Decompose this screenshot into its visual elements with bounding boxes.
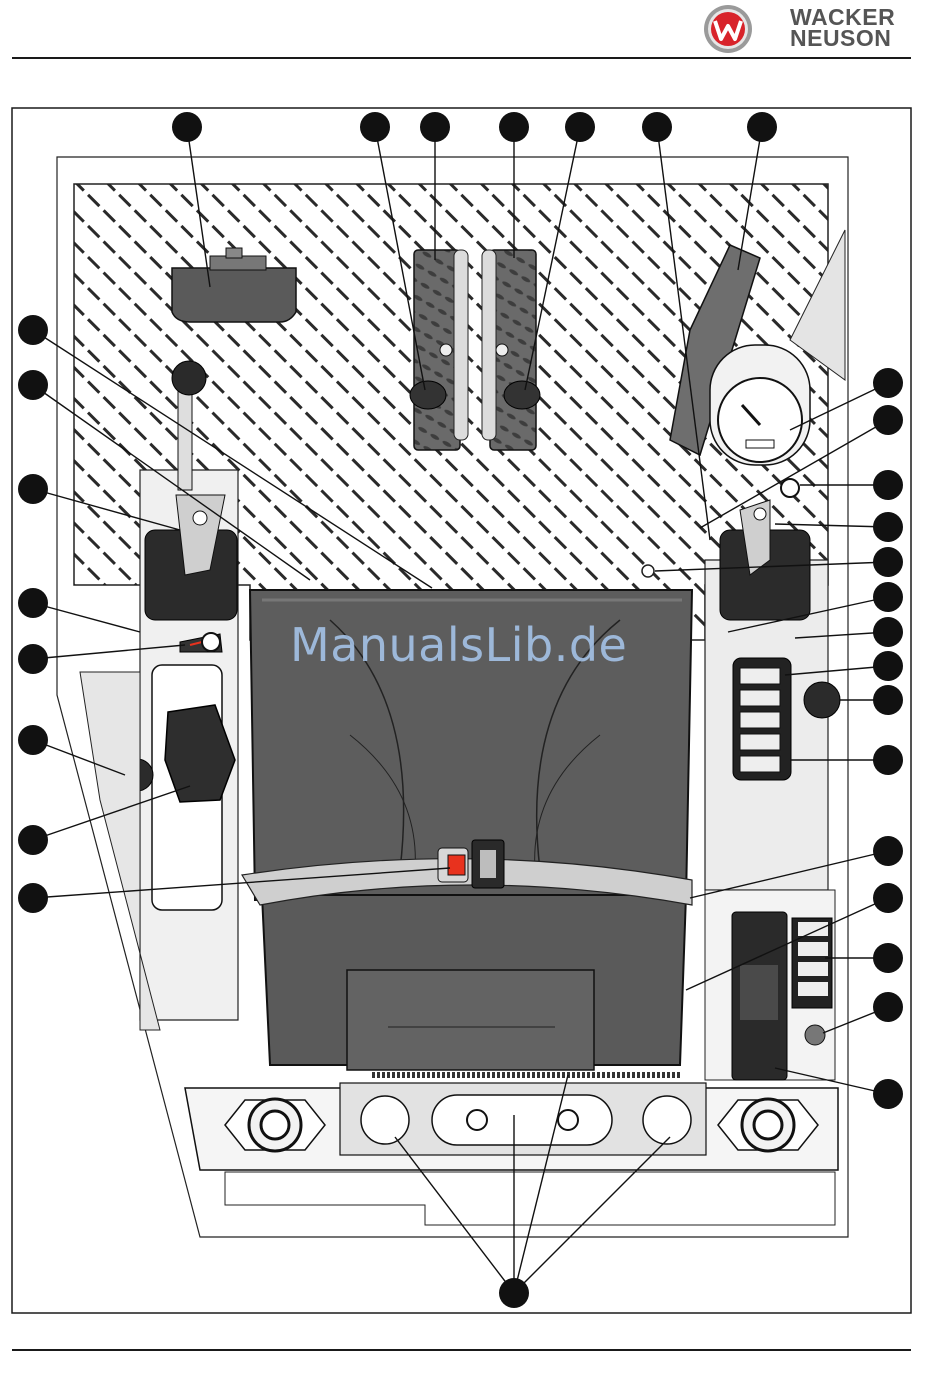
callout-marker — [420, 112, 450, 142]
base-frame — [185, 1075, 838, 1225]
callout-marker — [18, 370, 48, 400]
callout-marker — [18, 825, 48, 855]
callout-marker — [873, 368, 903, 398]
callout-marker — [499, 112, 529, 142]
callout-marker — [18, 474, 48, 504]
callout-marker — [360, 112, 390, 142]
right-lower-panel — [705, 890, 835, 1080]
callout-marker — [642, 112, 672, 142]
watermark-text: ManualsLib.de — [290, 618, 627, 672]
callout-marker — [18, 315, 48, 345]
callout-marker — [499, 1278, 529, 1308]
callout-marker — [873, 547, 903, 577]
callout-marker — [18, 644, 48, 674]
callout-marker — [873, 1079, 903, 1109]
footer-rule — [12, 1349, 911, 1351]
callout-marker — [873, 512, 903, 542]
callout-marker — [873, 685, 903, 715]
callout-marker — [18, 725, 48, 755]
callout-marker — [565, 112, 595, 142]
callout-marker — [873, 617, 903, 647]
callout-marker — [873, 405, 903, 435]
callout-marker — [18, 588, 48, 618]
callout-marker — [172, 112, 202, 142]
callout-marker — [873, 836, 903, 866]
callout-marker — [747, 112, 777, 142]
callout-marker — [873, 883, 903, 913]
callout-marker — [873, 470, 903, 500]
callout-marker — [873, 651, 903, 681]
callout-marker — [873, 582, 903, 612]
callout-marker — [873, 992, 903, 1022]
callout-marker — [18, 883, 48, 913]
callout-marker — [873, 943, 903, 973]
callout-marker — [873, 745, 903, 775]
